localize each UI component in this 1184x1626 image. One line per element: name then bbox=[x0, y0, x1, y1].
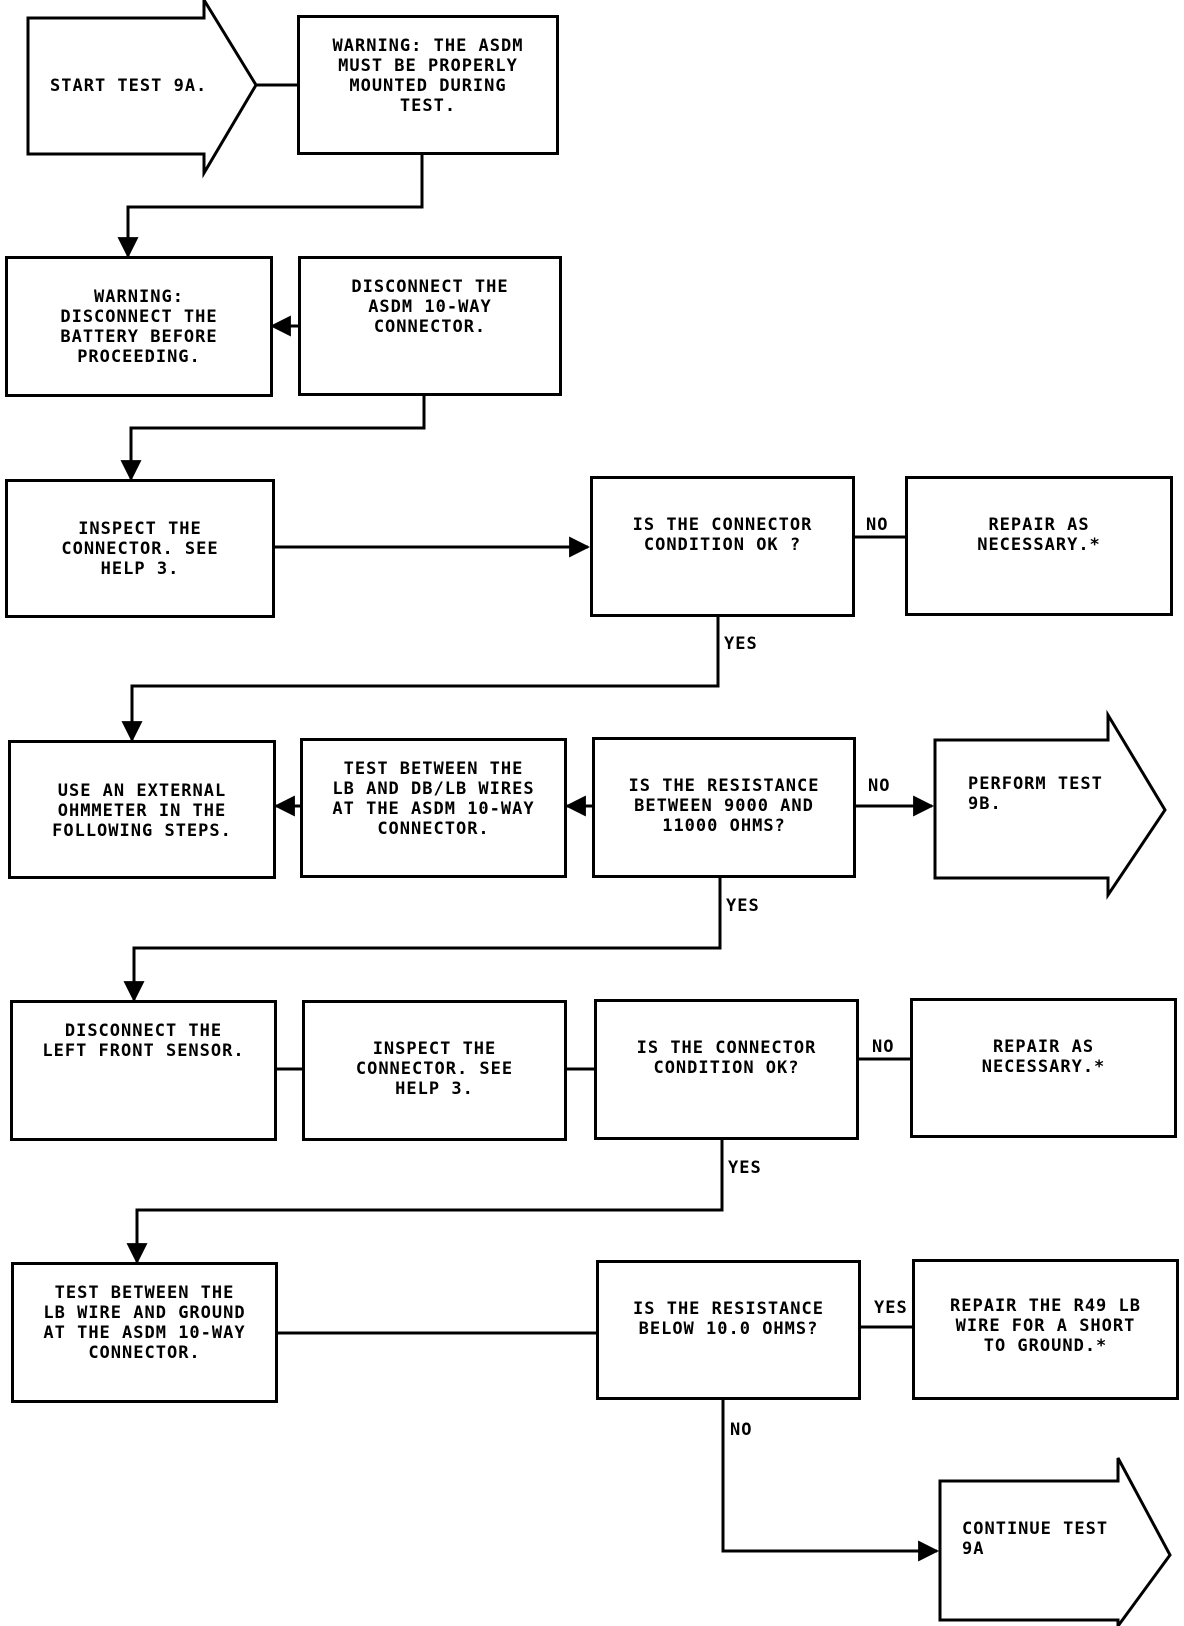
warning-battery-box: WARNING: DISCONNECT THE BATTERY BEFORE P… bbox=[5, 256, 273, 397]
branch-label-yes: YES bbox=[874, 1298, 908, 1318]
disconnect-asdm-box: DISCONNECT THE ASDM 10-WAY CONNECTOR. bbox=[298, 256, 562, 396]
continue-9a-label: CONTINUE TEST 9A bbox=[962, 1519, 1109, 1559]
connector-ok2-yes bbox=[126, 1140, 724, 1265]
connector-condition-decision-1: IS THE CONNECTOR CONDITION OK ? bbox=[590, 476, 855, 617]
test-lb-db-box: TEST BETWEEN THE LB AND DB/LB WIRES AT T… bbox=[300, 738, 567, 878]
perform-9b-terminal-shape bbox=[933, 709, 1167, 900]
connector-disconnect-to-inspect bbox=[120, 396, 426, 482]
repair-box-1: REPAIR AS NECESSARY.* bbox=[905, 476, 1173, 616]
connector-ok1-yes bbox=[121, 617, 720, 743]
use-ohmmeter-box: USE AN EXTERNAL OHMMETER IN THE FOLLOWIN… bbox=[8, 740, 276, 879]
warning-mount-box: WARNING: THE ASDM MUST BE PROPERLY MOUNT… bbox=[297, 15, 559, 155]
perform-9b-label: PERFORM TEST 9B. bbox=[968, 774, 1103, 814]
connector-below-no bbox=[721, 1400, 940, 1562]
inspect-connector-box-2: INSPECT THE CONNECTOR. SEE HELP 3. bbox=[302, 1000, 567, 1141]
branch-label-yes: YES bbox=[726, 896, 760, 916]
continue-9a-terminal-shape bbox=[938, 1457, 1172, 1626]
branch-label-yes: YES bbox=[728, 1158, 762, 1178]
branch-label-no: NO bbox=[872, 1037, 895, 1057]
branch-label-no: NO bbox=[868, 776, 891, 796]
inspect-connector-box-1: INSPECT THE CONNECTOR. SEE HELP 3. bbox=[5, 479, 275, 618]
connector-condition-decision-2: IS THE CONNECTOR CONDITION OK? bbox=[594, 999, 859, 1140]
resistance-range-decision: IS THE RESISTANCE BETWEEN 9000 AND 11000… bbox=[592, 737, 856, 878]
repair-box-2: REPAIR AS NECESSARY.* bbox=[910, 998, 1177, 1138]
connector-warning-to-battery bbox=[117, 155, 424, 259]
branch-label-no: NO bbox=[866, 515, 889, 535]
branch-label-yes: YES bbox=[724, 634, 758, 654]
test-lb-ground-box: TEST BETWEEN THE LB WIRE AND GROUND AT T… bbox=[11, 1262, 278, 1403]
repair-short-box: REPAIR THE R49 LB WIRE FOR A SHORT TO GR… bbox=[912, 1259, 1179, 1400]
resistance-below-decision: IS THE RESISTANCE BELOW 10.0 OHMS? bbox=[596, 1260, 861, 1400]
disconnect-sensor-box: DISCONNECT THE LEFT FRONT SENSOR. bbox=[10, 1000, 277, 1141]
branch-label-no: NO bbox=[730, 1420, 753, 1440]
start-terminal-shape bbox=[26, 0, 258, 179]
connector-resistance-yes bbox=[123, 878, 722, 1003]
start-terminal-label: START TEST 9A. bbox=[50, 76, 208, 96]
